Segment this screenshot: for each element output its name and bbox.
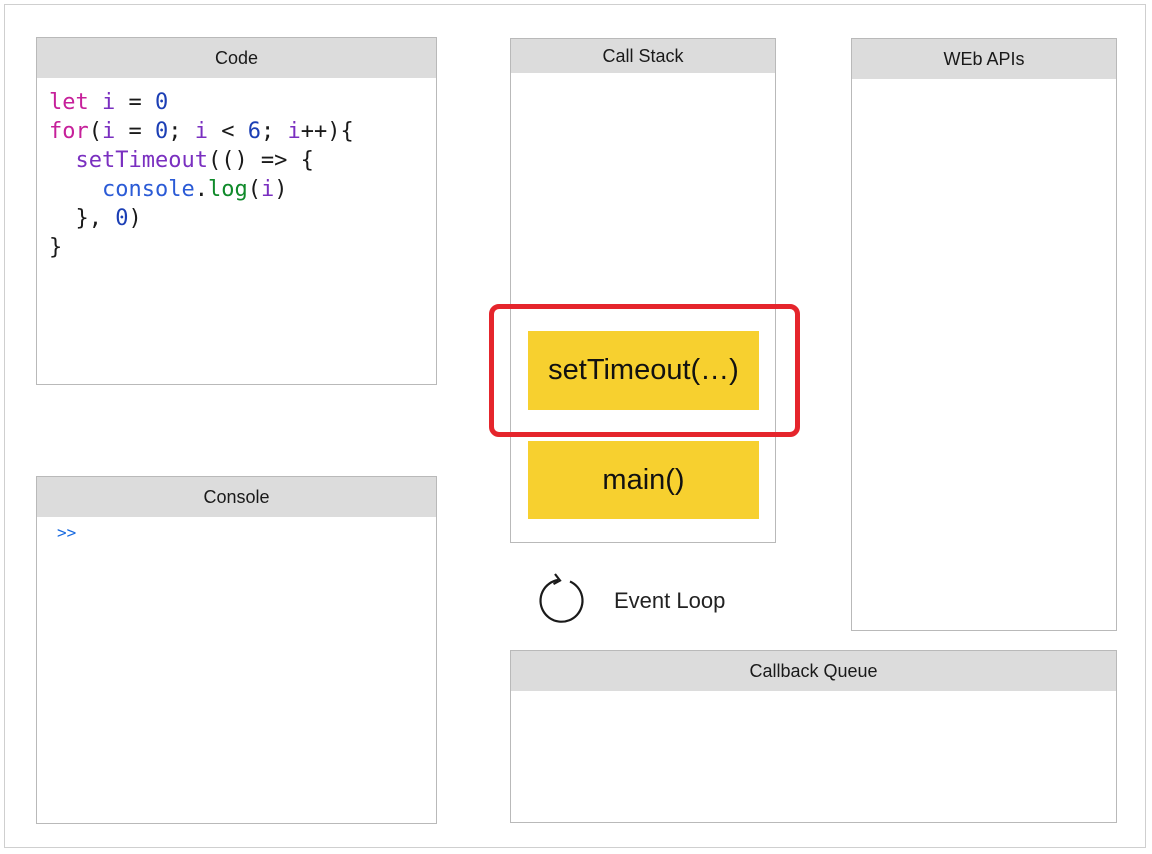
web-apis-panel: WEb APIs [851,38,1117,631]
code-token: }, [49,206,116,231]
code-token: < [208,119,248,144]
code-token: i [102,119,116,144]
event-loop-icon [536,572,588,628]
web-apis-panel-title: WEb APIs [852,39,1116,79]
code-token: ; [168,119,195,144]
code-token [49,177,102,202]
code-line: for(i = 0; i < 6; i++){ [49,117,354,146]
code-token: } [49,235,63,260]
active-frame-outline [489,304,800,437]
code-line: }, 0) [49,204,354,233]
code-token: console [101,177,195,202]
console-panel-title: Console [37,477,436,517]
code-token: setTimeout [75,148,208,173]
console-prompt[interactable]: >> [57,523,77,542]
code-token: ( [88,119,102,144]
code-token: i [260,177,275,202]
code-token [49,148,76,173]
stack-frame-main: main() [528,441,759,519]
code-token: ( [247,177,261,202]
code-token: = [115,90,155,115]
callback-queue-panel-title: Callback Queue [511,651,1116,691]
code-token: i [287,119,301,144]
code-token: . [194,177,208,202]
diagram-frame [4,4,1146,848]
console-panel: Console >> [36,476,437,824]
code-line: console.log(i) [49,175,354,204]
code-line: } [49,233,354,262]
code-token: i [194,119,208,144]
code-token: ; [261,119,288,144]
code-line: setTimeout(() => { [49,146,354,175]
code-token: 6 [247,119,261,144]
event-loop-label: Event Loop [614,588,726,613]
code-panel-title: Code [37,38,436,78]
code-token: 0 [155,119,169,144]
code-token: (() => { [207,148,314,173]
code-token: ) [128,206,142,231]
code-token: 0 [154,90,169,115]
code-token: let [49,90,102,115]
code-token: for [49,119,89,144]
code-token: = [115,119,155,144]
call-stack-panel-title: Call Stack [511,39,775,73]
callback-queue-panel: Callback Queue [510,650,1117,823]
code-token: i [101,90,116,115]
code-line: let i = 0 [49,88,354,117]
code-token: ) [274,177,288,202]
stack-frame-settimeout: setTimeout(…) [528,331,759,410]
code-token: ++){ [300,119,354,144]
code-token: log [207,177,248,202]
code-token: 0 [115,206,129,231]
